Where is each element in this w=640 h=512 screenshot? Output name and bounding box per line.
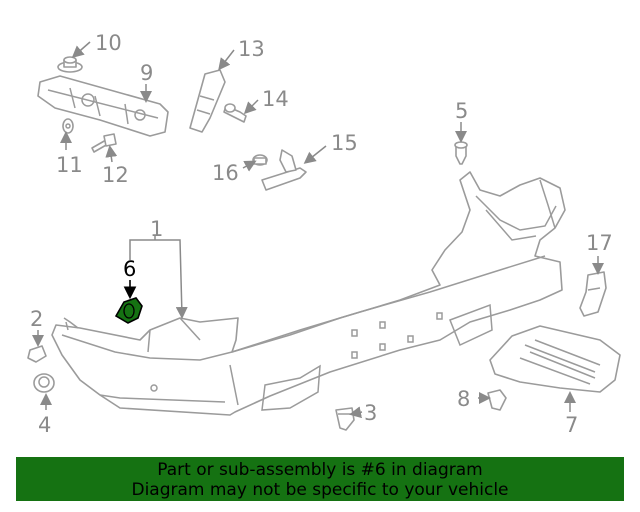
nut-part-4[interactable] xyxy=(33,373,55,393)
clip-part-3[interactable] xyxy=(335,407,355,431)
cover-part-7[interactable] xyxy=(489,325,621,393)
callout-labels: 1 2 3 4 5 6 7 8 9 10 11 12 13 14 15 16 1… xyxy=(30,31,613,437)
banner-line-2: Diagram may not be specific to your vehi… xyxy=(131,480,509,500)
clip-part-10[interactable] xyxy=(57,56,83,73)
callout-17: 17 xyxy=(586,231,613,255)
info-banner: Part or sub-assembly is #6 in diagram Di… xyxy=(16,457,624,501)
callout-7: 7 xyxy=(565,413,578,437)
callout-12: 12 xyxy=(102,163,129,187)
banner-line-1: Part or sub-assembly is #6 in diagram xyxy=(157,460,483,480)
callout-3: 3 xyxy=(364,401,377,425)
callout-1: 1 xyxy=(150,217,163,241)
callout-8: 8 xyxy=(457,387,470,411)
callout-9: 9 xyxy=(140,61,153,85)
fastener-part-16[interactable] xyxy=(252,154,268,166)
callout-6: 6 xyxy=(123,257,136,281)
callout-10: 10 xyxy=(95,31,122,55)
trim-part-17[interactable] xyxy=(579,271,607,317)
callout-4: 4 xyxy=(38,413,51,437)
bolt-part-14[interactable] xyxy=(223,103,247,123)
callout-11: 11 xyxy=(56,153,83,177)
grommet-part-11[interactable] xyxy=(62,118,74,134)
callout-16: 16 xyxy=(212,161,239,185)
bracket-part-9[interactable] xyxy=(37,75,169,137)
parts-diagram: 1 2 3 4 5 6 7 8 9 10 11 12 13 14 15 16 1… xyxy=(27,31,621,437)
callout-14: 14 xyxy=(262,87,289,111)
callout-15: 15 xyxy=(331,131,358,155)
fastener-part-5[interactable] xyxy=(454,141,468,165)
callout-13: 13 xyxy=(238,37,265,61)
callout-5: 5 xyxy=(455,99,468,123)
bracket-part-15[interactable] xyxy=(261,149,307,191)
rear-bumper-part-1[interactable] xyxy=(51,171,566,416)
leader-lines xyxy=(32,41,604,419)
clip-part-2[interactable] xyxy=(27,345,47,363)
clip-part-8[interactable] xyxy=(487,389,507,411)
screw-part-12[interactable] xyxy=(91,133,117,153)
callout-2: 2 xyxy=(30,307,43,331)
bracket-part-13[interactable] xyxy=(189,69,226,133)
part-6-highlighted[interactable] xyxy=(114,297,143,324)
